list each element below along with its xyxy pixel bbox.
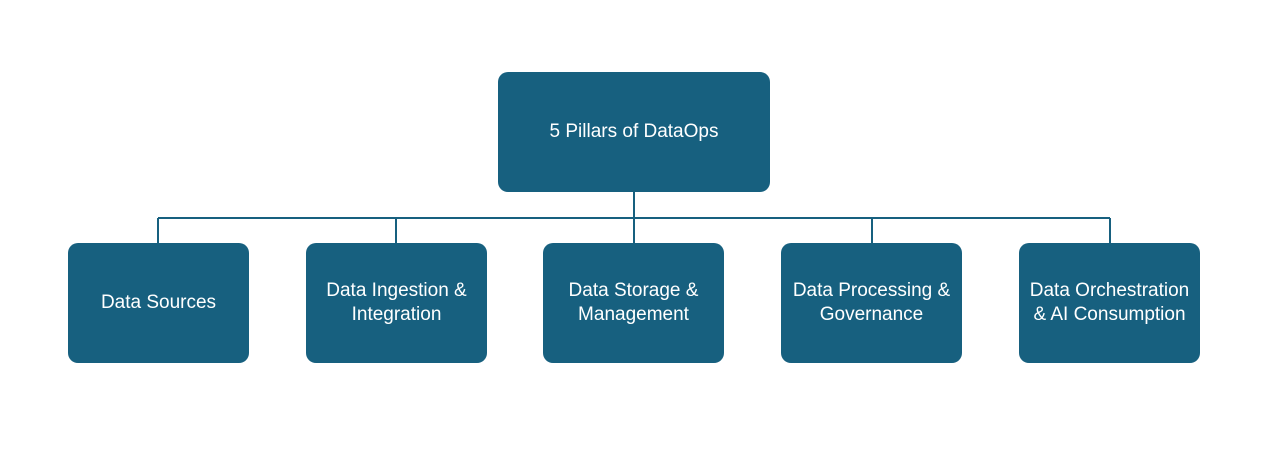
- pillar-node-label: Data Sources: [100, 292, 217, 313]
- root-node-label: 5 Pillars of DataOps: [549, 121, 719, 142]
- pillar-node-data-ingestion: Data Ingestion & Integration: [306, 243, 487, 363]
- pillar-node-label: Data Ingestion & Integration: [326, 280, 467, 325]
- pillar-node-data-processing: Data Processing & Governance: [781, 243, 962, 363]
- pillar-node-label: Data Processing & Governance: [792, 280, 951, 325]
- pillar-node-data-sources: Data Sources: [68, 243, 249, 363]
- root-node: 5 Pillars of DataOps: [498, 72, 770, 192]
- pillar-node-data-storage: Data Storage & Management: [543, 243, 724, 363]
- pillar-node-label: Data Orchestration & AI Consumption: [1029, 280, 1190, 325]
- pillar-node-data-orchestration: Data Orchestration & AI Consumption: [1019, 243, 1200, 363]
- pillar-node-label: Data Storage & Management: [568, 280, 699, 325]
